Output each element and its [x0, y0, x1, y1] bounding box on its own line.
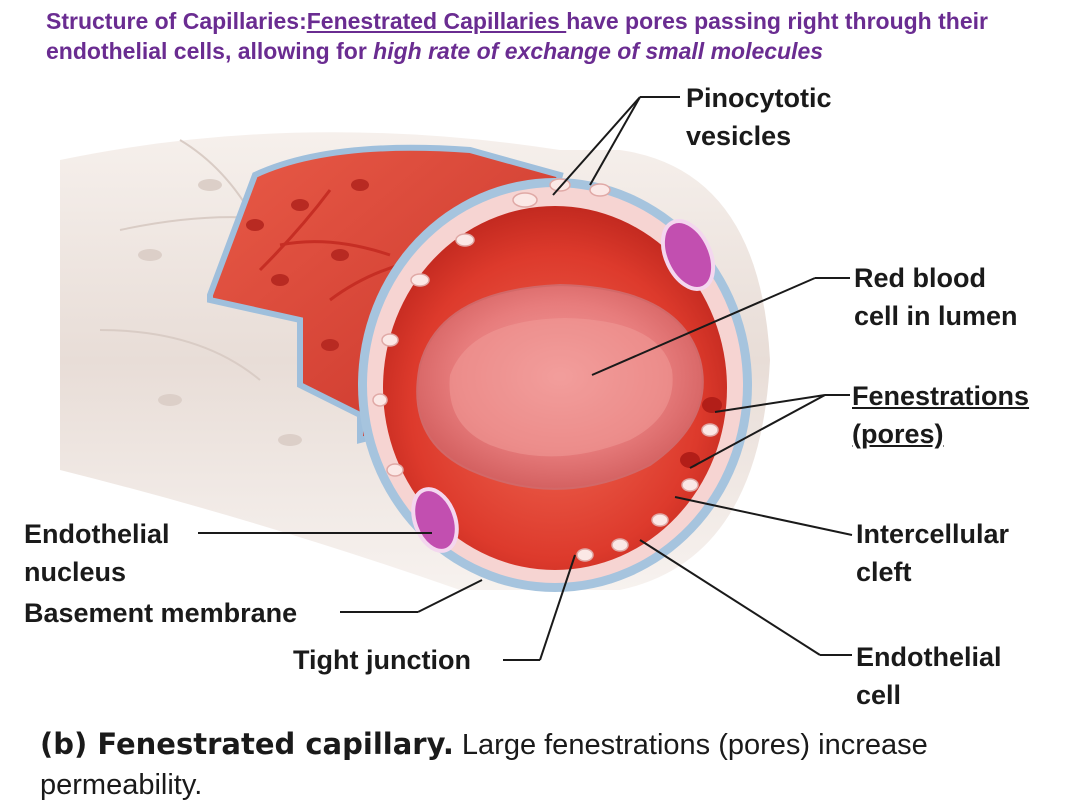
label-basement-membrane: Basement membrane: [24, 598, 298, 628]
caption-bold: (b) Fenestrated capillary.: [40, 727, 454, 761]
header-part2: Fenestrated Capillaries: [306, 8, 567, 34]
caption-rest: Large fenestrations (pores) increase per…: [40, 729, 928, 801]
header-part3: have pores passing right through their e…: [46, 8, 988, 64]
nucleus-top-right: [660, 219, 716, 291]
header-part4: high rate of exchange of small molecules: [373, 38, 824, 64]
header-part1: Structure of Capillaries:: [46, 8, 307, 34]
label-fenestrations: Fenestrations (pores): [852, 381, 1030, 449]
nucleus-bottom-left: [411, 487, 459, 553]
label-intercellular-cleft: Intercellular cleft: [856, 519, 1010, 587]
label-endothelial-nucleus: Endothelial nucleus: [24, 519, 170, 587]
label-red-blood-cell: Red blood cell in lumen: [854, 263, 1018, 331]
label-tight-junction: Tight junction: [293, 645, 471, 675]
label-endothelial-cell: Endothelial cell: [856, 642, 1002, 710]
header-text: Structure of Capillaries:Fenestrated Cap…: [46, 6, 1066, 66]
figure-caption: (b) Fenestrated capillary. Large fenestr…: [40, 724, 1040, 805]
label-pinocytotic-vesicles: Pinocytotic vesicles: [686, 83, 832, 151]
